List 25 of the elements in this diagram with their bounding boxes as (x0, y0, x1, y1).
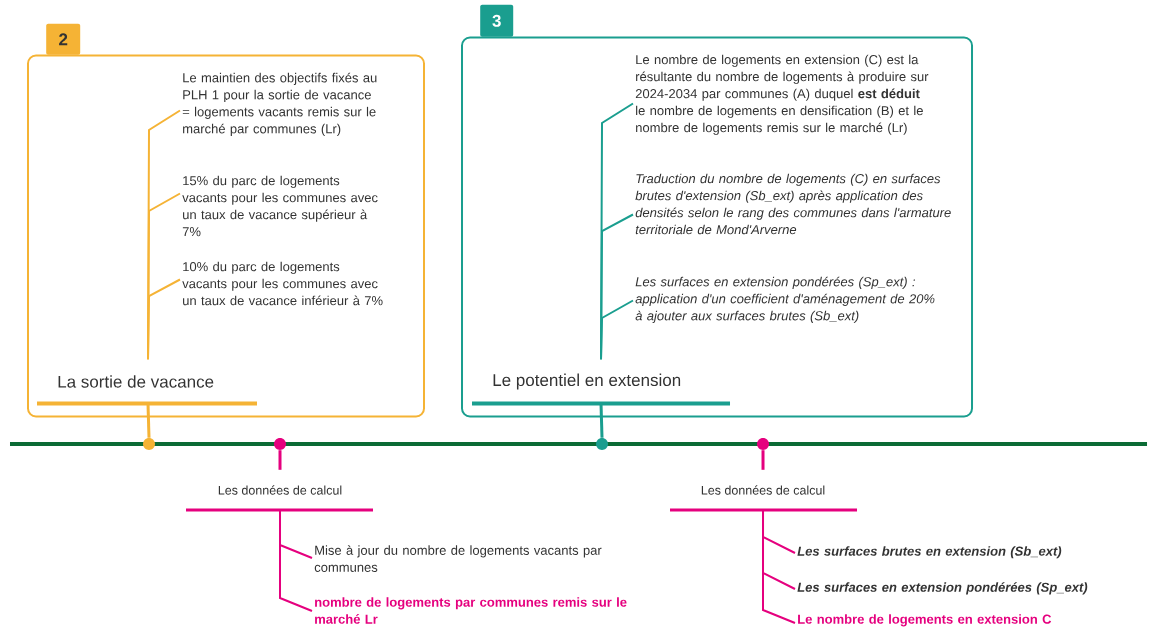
connector-line (762, 509, 796, 624)
description-text: Les surfaces en extension pondérées (Sp_ext) (797, 582, 1088, 595)
description-text: Les surfaces brutes en extension (Sb_ext) (797, 546, 1062, 559)
node-label: 3 (492, 14, 501, 27)
subsection-title: Les données de calcul (670, 485, 857, 512)
description-text: Traduction du nombre de logements (C) en surfaces brutes d'extension (Sb_ext) après application des densités selon le rang des communes dans l'armature territoriale de Mond'Arverne (635, 173, 951, 235)
section-title: La sortie de vacance (37, 375, 257, 406)
connector-line (146, 403, 151, 438)
node-label: 2 (59, 33, 68, 46)
section-title: Le potentiel en extension (472, 373, 730, 406)
connector-line (761, 450, 765, 470)
connector-line (599, 403, 604, 438)
connector-line (279, 509, 313, 612)
description-text: Le nombre de logements en extension C (798, 614, 1052, 627)
description-text: 15% du parc de logements vacants pour les communes avec un taux de vacance supérieur à 7% (182, 175, 378, 237)
description-text: Mise à jour du nombre de logements vacants par communes (314, 545, 602, 572)
subsection-title: Les données de calcul (186, 485, 373, 512)
description-text: Le nombre de logements en extension (C) est la résultante du nombre de logements à produire sur 2024-2034 par communes (A) duquel est déduit le nombre de logements en densification (B) et le nombre de logements remis sur le marché (Lr) (635, 54, 929, 135)
description-text: nombre de logements par communes remis sur le marché Lr (315, 597, 627, 624)
description-text: Les surfaces en extension pondérées (Sp_ext) : application d'un coefficient d'aménagement de 20% à ajouter aux surfaces brutes (Sb_ext) (635, 276, 935, 323)
connector-line (278, 450, 282, 470)
connector-line (600, 299, 634, 361)
description-text: Le maintien des objectifs fixés au PLH 1 pour la sortie de vacance = logements vacants remis sur le marché par communes (Lr) (182, 72, 377, 136)
connector-line (147, 278, 181, 361)
description-text: 10% du parc de logements vacants pour les communes avec un taux de vacance inférieur à 7% (182, 261, 383, 306)
